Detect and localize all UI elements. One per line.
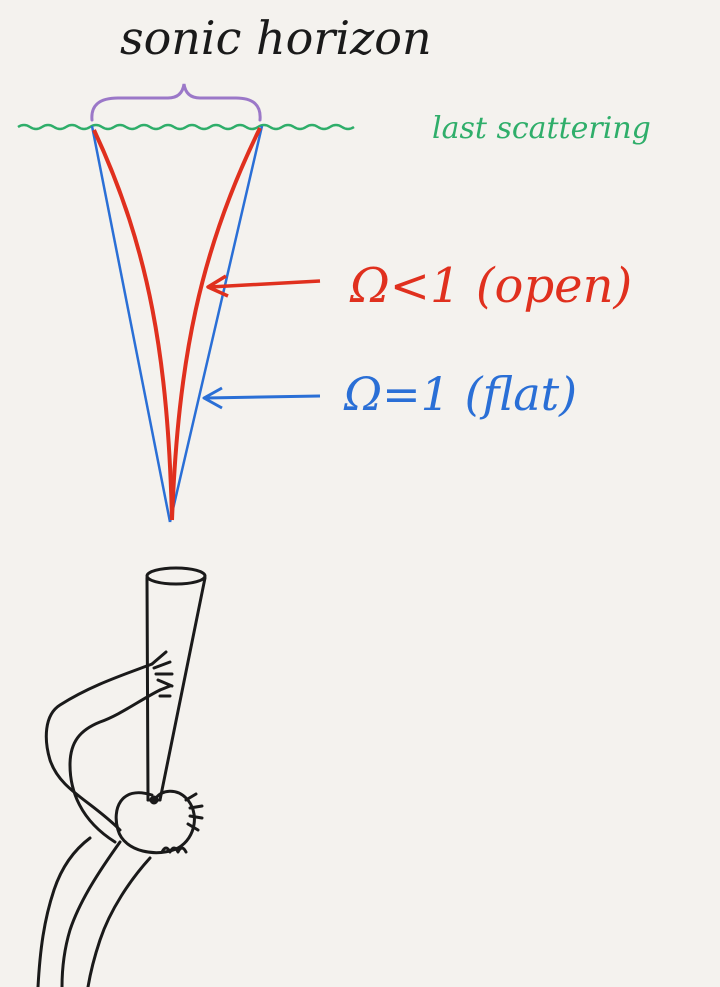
person-with-telescope-icon bbox=[36, 566, 207, 987]
flat-ray-right bbox=[168, 125, 264, 523]
horizon-brace bbox=[90, 83, 262, 122]
sonic-horizon-label: sonic horizon bbox=[120, 11, 432, 65]
last-scattering-line bbox=[17, 123, 355, 131]
open-ray-left bbox=[92, 129, 174, 521]
flat-ray-left bbox=[90, 125, 172, 523]
open-ray-right bbox=[170, 127, 262, 521]
flat-label: Ω=1 (flat) bbox=[343, 367, 577, 421]
last-scattering-label: last scattering bbox=[432, 111, 651, 146]
telescope-aperture-icon bbox=[145, 566, 207, 586]
open-arrow-head-icon bbox=[206, 274, 229, 298]
open-arrow-shaft bbox=[209, 279, 321, 289]
flat-arrow-shaft bbox=[205, 394, 321, 400]
flat-arrow-head-icon bbox=[202, 386, 223, 410]
open-label: Ω<1 (open) bbox=[349, 258, 632, 314]
